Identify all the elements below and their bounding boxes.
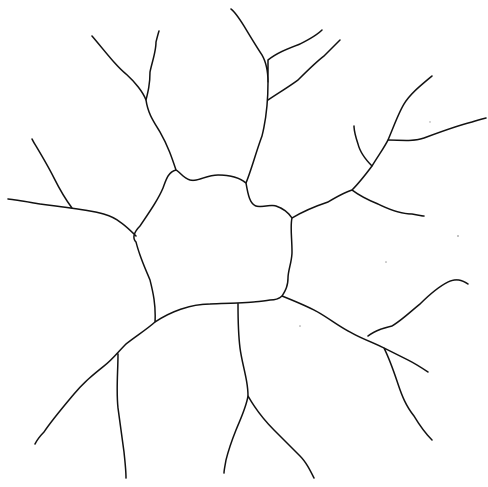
speck [299, 325, 301, 327]
process-lower-right-branch-up [368, 280, 468, 336]
process-top-trunk [231, 9, 268, 183]
process-upper-left-trunk [92, 36, 176, 170]
process-right-upper-branch [388, 118, 486, 141]
process-right-upper-sub-branch [354, 126, 372, 166]
speck [429, 121, 430, 122]
process-top-branch-right [268, 30, 322, 82]
speck [457, 235, 459, 237]
process-upper-left-branch [146, 31, 159, 100]
process-left-trunk [8, 199, 136, 236]
central-cell-body-outline [134, 170, 292, 322]
speck [385, 261, 387, 263]
process-bottom-branch [248, 396, 314, 478]
process-top-branch-lower [268, 40, 340, 100]
process-left-branch [32, 139, 72, 208]
process-bottom-left-branch [117, 354, 126, 478]
process-right-middle-trunk [352, 190, 424, 216]
process-bottom-left-trunk [35, 322, 155, 444]
process-lower-right-branch-down [384, 348, 432, 440]
process-lower-right-trunk [282, 296, 428, 372]
process-bottom-trunk [224, 304, 248, 473]
